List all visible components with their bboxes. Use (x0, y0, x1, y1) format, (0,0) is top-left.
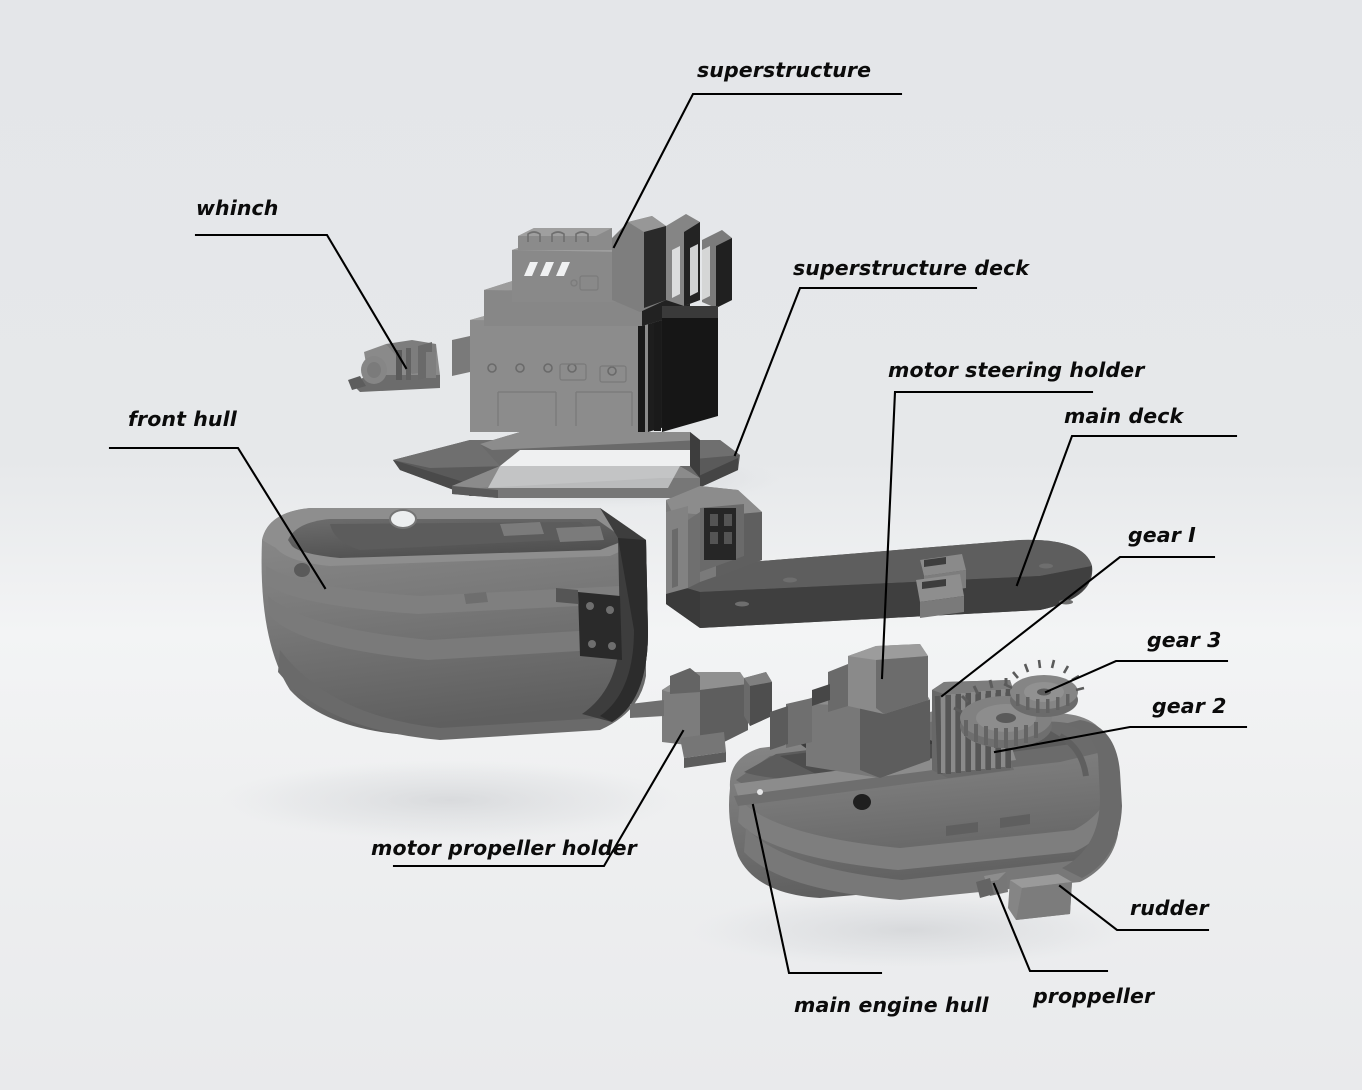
callout-label-rudder: rudder (1130, 896, 1209, 920)
callout-label-superstructure-deck: superstructure deck (793, 256, 1030, 280)
part-motor-propeller-holder (630, 668, 772, 768)
leader-line-motor-steering-holder (880, 390, 1094, 680)
callout-label-main-deck: main deck (1064, 404, 1184, 428)
part-rudder (1008, 874, 1072, 920)
callout-label-whinch: whinch (196, 196, 279, 220)
part-gear-3 (1003, 659, 1085, 717)
callout-label-motor-propeller-holder: motor propeller holder (371, 836, 637, 860)
part-motor-steering-holder-deck-fittings (916, 554, 966, 618)
callout-label-gear-3: gear 3 (1147, 628, 1222, 652)
leader-line-gear-1 (940, 555, 1216, 698)
part-main-deck (666, 486, 1093, 628)
leader-line-whinch (194, 233, 408, 370)
leader-line-gear-2 (993, 725, 1248, 754)
part-front-hull (261, 508, 648, 740)
leader-line-rudder (1058, 884, 1210, 932)
part-superstructure (452, 214, 732, 434)
callout-label-gear-1: gear I (1128, 523, 1196, 547)
leader-line-main-engine-hull (751, 803, 883, 975)
callout-label-main-engine-hull: main engine hull (794, 993, 989, 1017)
leader-line-motor-propeller-holder (392, 729, 685, 868)
callout-label-gear-2: gear 2 (1152, 694, 1227, 718)
leader-line-main-deck (1015, 434, 1238, 587)
part-propeller (976, 872, 1008, 898)
part-main-engine-hull (729, 644, 1122, 900)
leader-line-front-hull (108, 446, 327, 590)
part-superstructure-deck (393, 432, 740, 498)
callout-label-superstructure: superstructure (697, 58, 872, 82)
leader-line-superstructure (612, 92, 903, 249)
callout-label-front-hull: front hull (128, 407, 237, 431)
leader-line-gear-3 (1044, 659, 1229, 694)
callout-label-proppeller: proppeller (1033, 984, 1155, 1008)
part-gear-train (932, 659, 1089, 778)
leader-line-proppeller (992, 882, 1109, 973)
leader-lines (108, 92, 1248, 975)
leader-line-superstructure-deck (733, 286, 978, 457)
callout-label-motor-steering-holder: motor steering holder (888, 358, 1145, 382)
